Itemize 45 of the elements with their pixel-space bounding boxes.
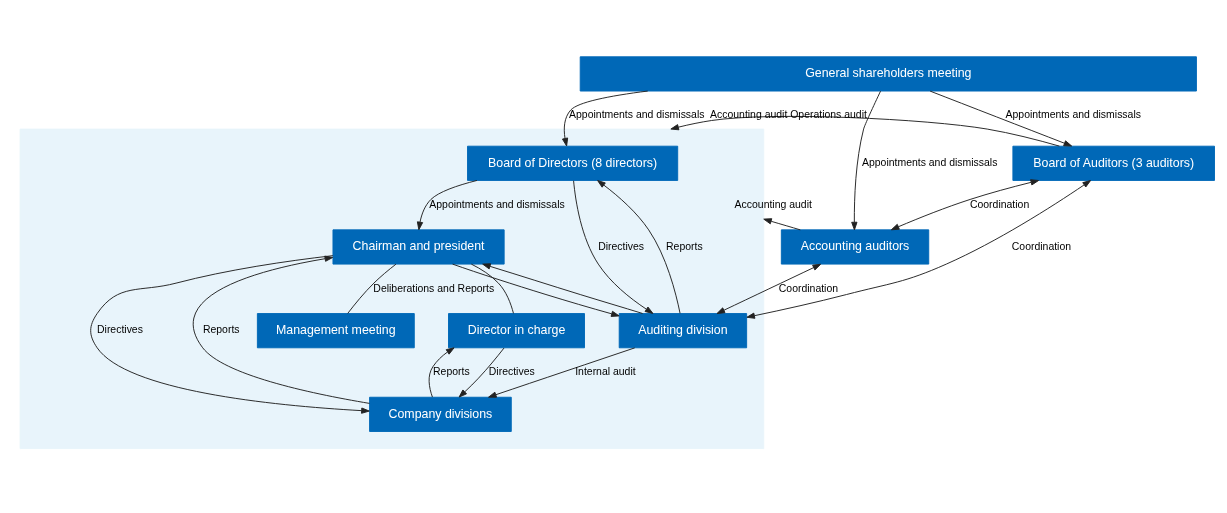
node-box: Auditing division	[618, 313, 748, 349]
node-box: Director in charge	[448, 313, 585, 349]
arrow	[929, 90, 1073, 147]
edge-label: Appointments and dismissals	[1005, 109, 1141, 121]
arrow	[851, 90, 881, 231]
connector	[347, 263, 397, 314]
arrow	[458, 347, 505, 398]
edge-label: Coordination	[969, 198, 1030, 210]
arrow	[670, 115, 1060, 147]
edge-label: Reports	[666, 240, 703, 252]
node-box: Company divisions	[369, 396, 512, 432]
arrow	[452, 263, 620, 317]
node-box: Chairman and president	[332, 229, 505, 265]
edge-label: Directives	[598, 240, 645, 252]
connector	[470, 263, 514, 314]
arrow	[597, 180, 681, 314]
arrow	[192, 255, 370, 404]
arrow	[416, 179, 478, 231]
node-box: Management meeting	[256, 313, 415, 349]
edge-label: Directives	[97, 324, 143, 336]
edge-label: Deliberations and Reports	[373, 282, 495, 294]
node-box: Board of Directors (8 directors)	[467, 145, 679, 181]
arrow	[428, 347, 455, 398]
edge-label: Appointments and dismissals	[861, 156, 998, 168]
edge-label: Internal audit	[575, 366, 636, 378]
arrow	[488, 347, 636, 398]
edge-label: Appointments and dismissals	[429, 198, 565, 210]
edge-label: Coordination	[1011, 240, 1072, 252]
node-box: Board of Auditors (3 auditors)	[1012, 145, 1215, 181]
arrow	[482, 263, 644, 314]
node-box: General shareholders meeting	[579, 56, 1197, 92]
edge-label: Appointments and dismissals	[569, 109, 705, 121]
arrow	[716, 263, 822, 314]
arrow	[573, 180, 654, 314]
edge-label: Accounting audit	[734, 198, 812, 210]
edge-label: Reports	[202, 324, 240, 336]
edge-label: Reports	[433, 366, 470, 378]
edge-label: Directives	[488, 366, 535, 378]
node-box: Accounting auditors	[780, 229, 930, 265]
edge-label: Coordination	[778, 282, 839, 294]
arrow	[746, 180, 1092, 319]
arrow	[890, 179, 1040, 231]
arrow	[90, 255, 370, 414]
arrow	[561, 90, 649, 147]
arrow	[763, 218, 801, 231]
